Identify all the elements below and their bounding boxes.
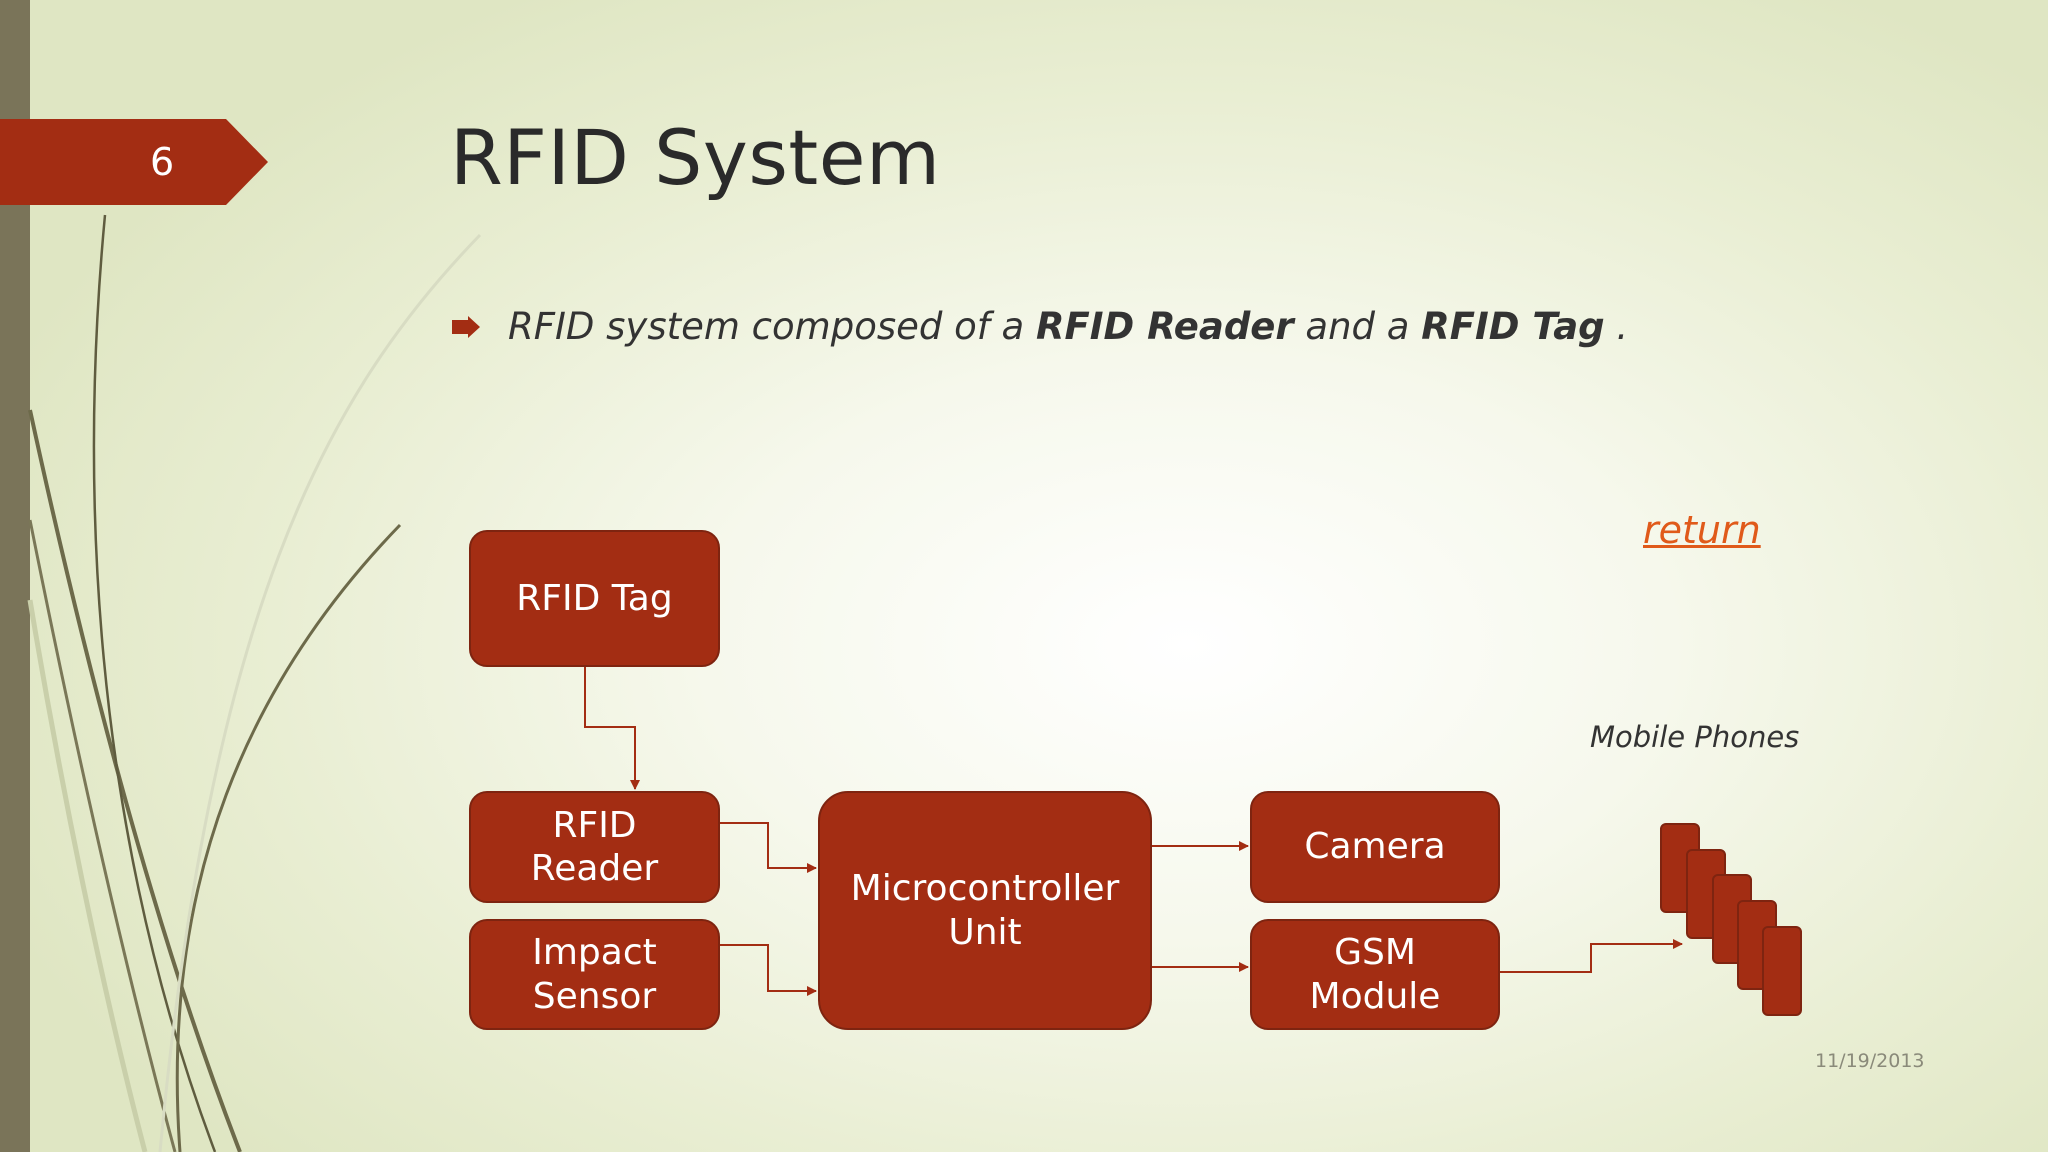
impact-sensor-box: Impact Sensor — [469, 919, 720, 1030]
gsm-module-box: GSM Module — [1250, 919, 1500, 1030]
connector-gsm-to-phones — [1500, 939, 1683, 973]
decorative-grass-curves — [27, 214, 482, 1152]
slide-date: 11/19/2013 — [1815, 1050, 1925, 1072]
rfid-reader-box: RFID Reader — [469, 791, 720, 903]
bullet-text-bold-tag: RFID Tag — [1421, 305, 1605, 348]
camera-box: Camera — [1250, 791, 1500, 903]
bullet-text-prefix: RFID system composed of a — [508, 305, 1036, 348]
connector-reader-to-mcu — [720, 822, 817, 873]
bullet-text-suffix: . — [1604, 305, 1629, 348]
mobile-phone-icon — [1762, 926, 1802, 1016]
slide-title: RFID System — [450, 113, 941, 202]
bullet-text-middle: and a — [1293, 305, 1422, 348]
arrow-bullet-icon — [452, 315, 480, 338]
slide-number-tab-shape — [0, 119, 268, 205]
microcontroller-box: Microcontroller Unit — [818, 791, 1152, 1030]
slide-number: 6 — [150, 140, 175, 184]
connector-sensor-to-mcu — [720, 944, 817, 996]
slide-number-tab: 6 — [0, 119, 268, 205]
mobile-phones-label: Mobile Phones — [1590, 720, 1800, 754]
bullet-text-bold-reader: RFID Reader — [1035, 305, 1294, 348]
bullet-item: RFID system composed of a RFID Reader an… — [452, 305, 1628, 348]
rfid-tag-box: RFID Tag — [469, 530, 720, 667]
bullet-text: RFID system composed of a RFID Reader an… — [508, 305, 1628, 348]
connector-tag-to-reader — [584, 667, 640, 790]
return-link[interactable]: return — [1643, 508, 1761, 552]
